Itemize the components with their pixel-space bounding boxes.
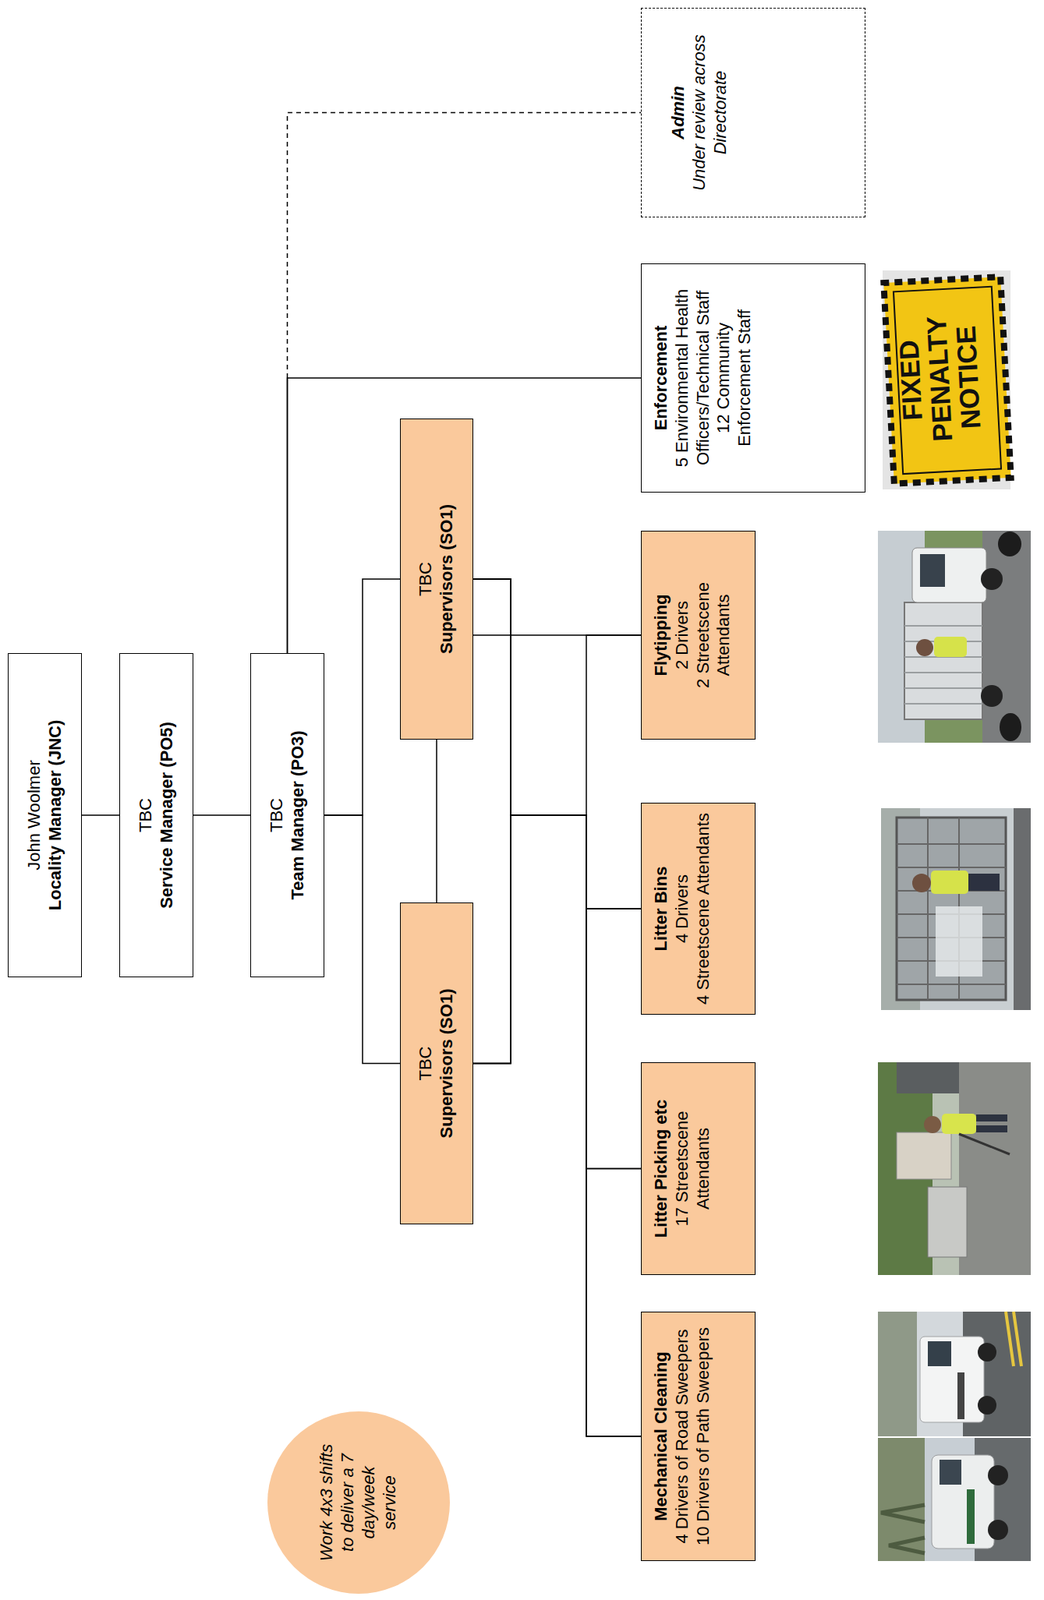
box-text: Under review across Directorate — [689, 21, 732, 205]
connector-segment — [286, 378, 289, 654]
connector-line — [324, 815, 400, 1065]
admin-box: AdminUnder review across Directorate — [640, 7, 866, 218]
litter-bins-photo — [881, 808, 1031, 1011]
box-heading: Enforcement — [651, 325, 673, 431]
enforcement-box: Enforcement5 Environmental Health Office… — [640, 263, 866, 493]
connector-line — [473, 815, 641, 1170]
box-text: 4 Drivers — [672, 874, 694, 944]
connector-line — [193, 815, 251, 817]
box-text: 2 Streetscene Attendants — [693, 541, 736, 730]
box-text: 4 Streetscene Attendants — [693, 813, 715, 1006]
box-text: 12 Community Enforcement Staff — [713, 278, 756, 478]
box-text: 2 Drivers — [672, 601, 694, 670]
box-heading: Litter Picking etc — [651, 1100, 673, 1239]
box-text: Supervisors (SO1) — [436, 504, 458, 655]
box-heading: Admin — [668, 85, 690, 139]
connector-segment — [324, 815, 400, 1065]
box-text: Team Manager (PO3) — [287, 730, 309, 900]
team-box: Litter Bins4 Drivers4 Streetscene Attend… — [640, 803, 756, 1016]
box-heading: Flytipping — [651, 594, 673, 676]
connector-line — [324, 579, 400, 816]
connector-segment — [324, 579, 400, 816]
connector-line — [473, 815, 641, 1065]
litter-picking-photo — [877, 1062, 1031, 1276]
box-text: 4 Drivers of Road Sweepers — [672, 1329, 694, 1544]
connector-segment — [81, 814, 120, 817]
penalty-notice-sign — [882, 270, 1012, 490]
connector-segment — [473, 579, 641, 816]
connector-line — [473, 579, 641, 816]
box-heading: TBC — [135, 798, 157, 833]
sweeper-photo — [877, 1438, 1031, 1562]
connector-segment — [473, 579, 641, 1170]
supervisor-box: TBCSupervisors (SO1) — [399, 418, 474, 740]
connector-segment — [473, 815, 641, 1065]
box-heading: TBC — [415, 562, 437, 597]
team-box: Flytipping2 Drivers2 Streetscene Attenda… — [640, 530, 756, 740]
connector-line — [473, 579, 641, 1437]
manager-box: TBCService Manager (PO5) — [119, 653, 194, 978]
box-text: 17 Streetscene Attendants — [672, 1072, 715, 1266]
box-heading: John Woolmer — [24, 760, 46, 871]
manager-box: TBCTeam Manager (PO3) — [250, 653, 325, 978]
box-heading: TBC — [266, 798, 288, 833]
box-text: Supervisors (SO1) — [436, 989, 458, 1140]
team-box: Litter Picking etc17 Streetscene Attenda… — [640, 1062, 756, 1276]
connector-segment — [287, 113, 642, 379]
sign-text: FIXED PENALTY NOTICE — [891, 286, 988, 471]
box-heading: Mechanical Cleaning — [651, 1351, 673, 1522]
connector-line — [81, 815, 120, 817]
box-heading: TBC — [415, 1047, 437, 1082]
box-heading: Work 4x3 shifts to deliver a 7 day/week … — [316, 1438, 400, 1568]
sweeper-photo — [877, 1312, 1031, 1437]
team-box: Mechanical Cleaning4 Drivers of Road Swe… — [640, 1312, 756, 1562]
box-text: Service Manager (PO5) — [156, 721, 178, 910]
box-text: 5 Environmental Health Officers/Technica… — [672, 278, 715, 478]
flytipping-photo — [877, 530, 1031, 744]
connector-segment — [473, 579, 641, 910]
connector-line — [473, 579, 641, 910]
connector-segment — [193, 814, 251, 817]
shift-note-circle: Work 4x3 shifts to deliver a 7 day/week … — [267, 1412, 450, 1595]
connector-segment — [473, 815, 641, 1170]
box-heading: Litter Bins — [651, 867, 673, 952]
connector-segment — [473, 579, 641, 1437]
connector-line — [473, 579, 641, 1170]
box-text: 10 Drivers of Path Sweepers — [693, 1327, 715, 1547]
box-text: Locality Manager (JNC) — [45, 720, 67, 912]
manager-box: John WoolmerLocality Manager (JNC) — [7, 653, 82, 978]
supervisor-box: TBCSupervisors (SO1) — [399, 902, 474, 1225]
